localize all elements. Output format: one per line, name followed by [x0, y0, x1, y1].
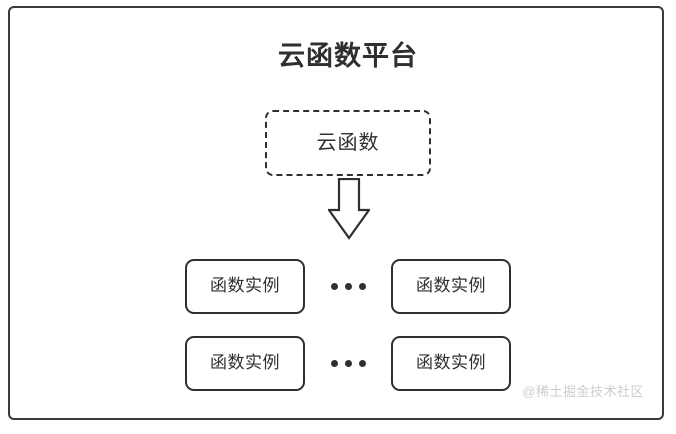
function-instance-box: 函数实例	[391, 258, 511, 314]
function-instance-grid: 函数实例 函数实例 函数实例	[185, 258, 511, 391]
page-title: 云函数平台	[278, 41, 418, 71]
ellipsis-dot	[330, 359, 338, 367]
function-instance-row: 函数实例 函数实例	[185, 258, 511, 314]
function-instance-box: 函数实例	[185, 335, 305, 391]
cloud-function-label: 云函数	[316, 132, 380, 154]
ellipsis-dot	[344, 359, 352, 367]
function-instance-box: 函数实例	[185, 258, 305, 314]
function-instance-label: 函数实例	[416, 276, 486, 295]
ellipsis-icon	[325, 282, 371, 290]
down-block-arrow-icon	[326, 177, 372, 240]
watermark: @稀土掘金技术社区	[522, 384, 644, 399]
ellipsis-dot	[344, 282, 352, 290]
function-instance-label: 函数实例	[210, 353, 280, 372]
ellipsis-icon	[325, 359, 371, 367]
ellipsis-dot	[358, 359, 366, 367]
cloud-function-platform-frame: 云函数平台 云函数 函数实例 函数实例	[8, 6, 664, 420]
cloud-function-node: 云函数	[265, 110, 431, 176]
function-instance-box: 函数实例	[391, 335, 511, 391]
ellipsis-dot	[330, 282, 338, 290]
function-instance-row: 函数实例 函数实例	[185, 335, 511, 391]
ellipsis-dot	[358, 282, 366, 290]
function-instance-label: 函数实例	[416, 353, 486, 372]
function-instance-label: 函数实例	[210, 276, 280, 295]
